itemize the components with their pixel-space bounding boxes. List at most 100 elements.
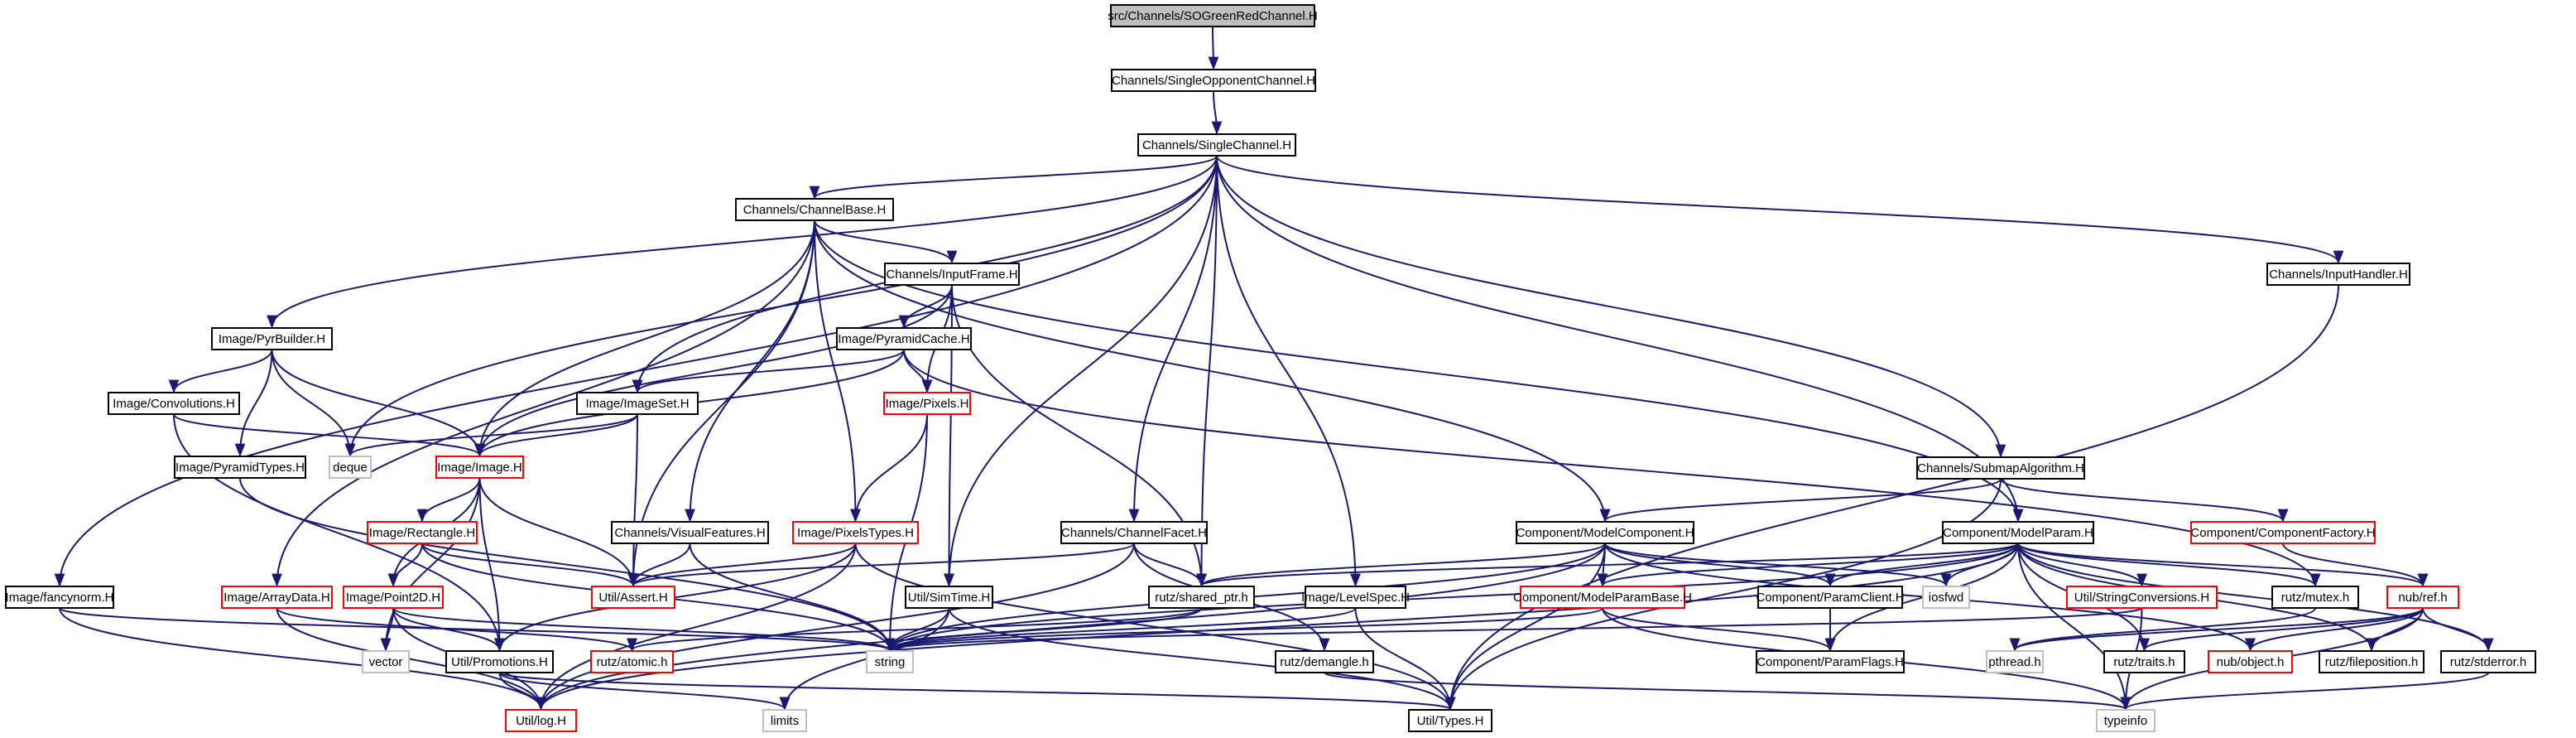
node-utilassert[interactable]: Util/Assert.H <box>591 586 675 609</box>
edge-chfacet-to-utillog <box>536 543 1135 711</box>
edge-mutex-to-pthread <box>2009 607 2316 652</box>
node-singleopp[interactable]: Channels/SingleOpponentChannel.H <box>1111 69 1316 92</box>
node-imageset[interactable]: Image/ImageSet.H <box>576 392 699 415</box>
node-box <box>591 586 675 609</box>
node-label: rutz/demangle.h <box>1280 655 1369 669</box>
node-chfacet[interactable]: Channels/ChannelFacet.H <box>1060 521 1208 544</box>
node-arraydata[interactable]: Image/ArrayData.H <box>221 586 333 609</box>
node-nubobject[interactable]: nub/object.h <box>2208 650 2293 673</box>
edge-modelparam-to-nubref <box>2017 543 2429 587</box>
edge-promotions-to-utillog <box>498 672 546 711</box>
node-image[interactable]: Image/Image.H <box>435 456 524 479</box>
node-box <box>883 392 971 415</box>
node-box <box>792 521 919 544</box>
node-atomic[interactable]: rutz/atomic.h <box>590 650 674 673</box>
node-box <box>866 650 914 673</box>
node-box <box>611 521 769 544</box>
node-typeinfo: typeinfo <box>2096 709 2155 732</box>
node-pyrbuilder[interactable]: Image/PyrBuilder.H <box>211 327 333 350</box>
node-paramclient[interactable]: Component/ParamClient.H <box>1756 586 1905 609</box>
node-simtime[interactable]: Util/SimTime.H <box>905 586 993 609</box>
node-box <box>1942 521 2094 544</box>
node-label: Image/ArrayData.H <box>223 591 329 605</box>
node-root[interactable]: src/Channels/SOGreenRedChannel.H <box>1108 4 1318 27</box>
edge-promotions-to-limits <box>498 672 791 711</box>
node-promotions[interactable]: Util/Promotions.H <box>445 650 554 673</box>
node-fancynorm[interactable]: Image/fancynorm.H <box>5 586 114 609</box>
node-label: vector <box>369 655 403 669</box>
node-strconv[interactable]: Util/StringConversions.H <box>2066 586 2218 609</box>
node-modelcomp[interactable]: Component/ModelComponent.H <box>1516 521 1694 544</box>
node-label: Util/Assert.H <box>598 591 667 605</box>
edge-pyrbuilder-to-image <box>271 349 485 457</box>
node-box <box>836 327 972 350</box>
node-compfactory[interactable]: Component/ComponentFactory.H <box>2190 521 2376 544</box>
node-point2d[interactable]: Image/Point2D.H <box>343 586 444 609</box>
node-convolutions[interactable]: Image/Convolutions.H <box>108 392 240 415</box>
edge-fancynorm-to-string <box>59 607 895 652</box>
edge-modelparam-to-utillog <box>536 543 2019 711</box>
node-label: Image/Rectangle.H <box>369 526 475 540</box>
node-sharedptr[interactable]: rutz/shared_ptr.h <box>1148 586 1255 609</box>
node-label: Component/ModelComponent.H <box>1516 526 1694 540</box>
node-mutex[interactable]: rutz/mutex.h <box>2271 586 2359 609</box>
node-paramflags[interactable]: Component/ParamFlags.H <box>1756 650 1905 673</box>
node-label: nub/object.h <box>2217 655 2285 669</box>
node-limits: limits <box>762 709 807 732</box>
edge-modelparam-to-mpbase <box>1597 543 2019 587</box>
node-label: Image/LevelSpec.H <box>1301 591 1410 605</box>
node-inputframe[interactable]: Channels/InputFrame.H <box>884 263 1020 286</box>
node-iosfwd: iosfwd <box>1922 586 1970 609</box>
edge-singlech-to-pyrbuilder <box>267 155 1218 329</box>
node-box <box>362 650 410 673</box>
node-label: Channels/VisualFeatures.H <box>614 526 765 540</box>
edge-pixtypes-to-utilassert <box>627 543 857 587</box>
node-box <box>2271 586 2359 609</box>
node-traits[interactable]: rutz/traits.h <box>2103 650 2185 673</box>
node-inputhandler[interactable]: Channels/InputHandler.H <box>2266 263 2410 286</box>
edge-modelparam-to-string <box>884 543 2019 652</box>
edge-image-to-utilassert <box>478 477 639 587</box>
node-demangle[interactable]: rutz/demangle.h <box>1275 650 1374 673</box>
edge-chbase-to-visfeat <box>685 219 815 523</box>
edge-singlech-to-inputhandler <box>1216 155 2344 264</box>
node-box <box>884 263 1020 286</box>
node-pthread: pthread.h <box>1986 650 2044 673</box>
node-visfeat[interactable]: Channels/VisualFeatures.H <box>611 521 769 544</box>
edge-imageset-to-deque <box>344 413 638 457</box>
node-chbase[interactable]: Channels/ChannelBase.H <box>735 198 894 221</box>
node-label: rutz/traits.h <box>2113 655 2175 669</box>
node-pixtypes[interactable]: Image/PixelsTypes.H <box>792 521 919 544</box>
node-label: deque <box>333 461 368 475</box>
node-pixels[interactable]: Image/Pixels.H <box>883 392 971 415</box>
edge-submap-to-modelcomp <box>1599 478 2002 523</box>
node-submap[interactable]: Channels/SubmapAlgorithm.H <box>1916 456 2085 480</box>
node-utillog[interactable]: Util/log.H <box>505 709 577 732</box>
node-label: Image/Convolutions.H <box>113 397 235 411</box>
node-box <box>2190 521 2376 544</box>
node-mpbase[interactable]: Component/ModelParamBase.H <box>1513 586 1692 609</box>
node-nubref[interactable]: nub/ref.h <box>2386 586 2459 609</box>
edge-pyrtypes-to-string <box>239 477 896 652</box>
node-box <box>108 392 240 415</box>
node-label: Channels/SingleOpponentChannel.H <box>1112 74 1315 88</box>
edge-modelparam-to-mutex <box>2017 543 2321 587</box>
edge-rectangle-to-point2d <box>387 543 423 587</box>
node-label: Image/Pixels.H <box>886 397 969 411</box>
node-singlech[interactable]: Channels/SingleChannel.H <box>1137 133 1296 157</box>
edge-singlech-to-levelspec <box>1216 155 1361 587</box>
node-box <box>174 456 306 479</box>
node-levelspec[interactable]: Image/LevelSpec.H <box>1301 586 1410 609</box>
node-filepos[interactable]: rutz/fileposition.h <box>2319 650 2425 673</box>
node-pyrtypes[interactable]: Image/PyramidTypes.H <box>174 456 306 479</box>
node-utiltypes[interactable]: Util/Types.H <box>1408 709 1492 732</box>
node-rectangle[interactable]: Image/Rectangle.H <box>367 521 478 544</box>
node-stderror[interactable]: rutz/stderror.h <box>2440 650 2536 673</box>
node-box <box>1137 133 1296 157</box>
edge-chbase-to-arraydata <box>272 219 815 587</box>
node-pyrcache[interactable]: Image/PyramidCache.H <box>836 327 972 350</box>
node-label: Image/Point2D.H <box>346 591 440 605</box>
node-modelparam[interactable]: Component/ModelParam.H <box>1942 521 2094 544</box>
edge-modelparam-to-typeinfo <box>2017 543 2131 711</box>
